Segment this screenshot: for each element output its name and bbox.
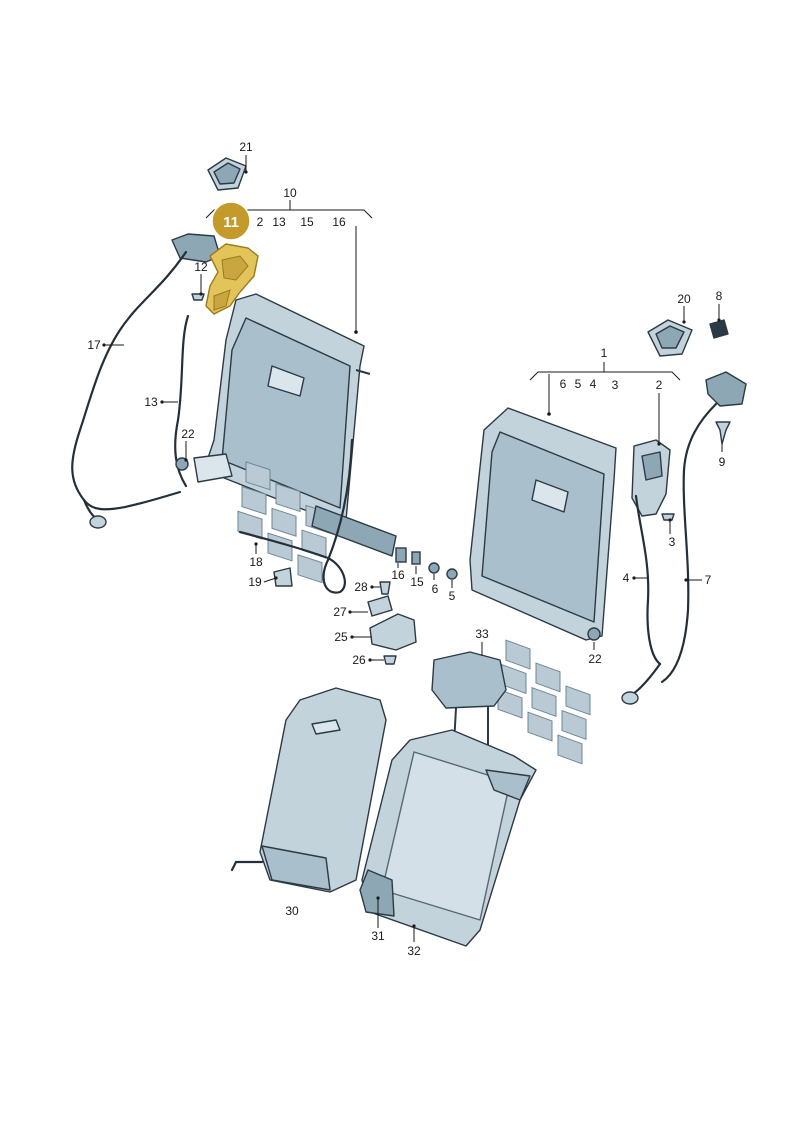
cable-4[interactable] xyxy=(621,494,662,705)
leader-lines xyxy=(102,155,723,942)
callout-22-left[interactable]: 22 xyxy=(181,427,195,441)
part-20-cover[interactable] xyxy=(647,319,693,357)
callout-22-right[interactable]: 22 xyxy=(588,652,602,666)
part-30-left-cushion[interactable] xyxy=(230,687,387,893)
callout-5-group1[interactable]: 5 xyxy=(575,377,582,391)
callout-labels: 21 10 2 13 15 16 12 17 13 22 20 8 1 6 5 … xyxy=(87,140,725,958)
highlight-badge-label: 11 xyxy=(223,214,239,231)
callout-15[interactable]: 15 xyxy=(410,575,424,589)
part-3-screw[interactable] xyxy=(661,513,675,521)
part-7-handle-right[interactable] xyxy=(705,371,747,407)
callout-8[interactable]: 8 xyxy=(716,289,723,303)
callout-15-group10[interactable]: 15 xyxy=(300,215,314,229)
callout-25[interactable]: 25 xyxy=(334,630,348,644)
callout-13[interactable]: 13 xyxy=(144,395,158,409)
callout-7[interactable]: 7 xyxy=(705,573,712,587)
callout-18[interactable]: 18 xyxy=(249,555,263,569)
callout-2-group10[interactable]: 2 xyxy=(257,215,264,229)
part-2-latch[interactable] xyxy=(631,439,671,517)
callout-10[interactable]: 10 xyxy=(283,186,297,200)
callout-2[interactable]: 2 xyxy=(656,378,663,392)
callout-6[interactable]: 6 xyxy=(432,582,439,596)
callout-16[interactable]: 16 xyxy=(391,568,405,582)
cable-18[interactable] xyxy=(238,438,354,594)
part-26-screw[interactable] xyxy=(383,655,397,665)
group-bracket-1 xyxy=(529,362,681,416)
callout-9[interactable]: 9 xyxy=(719,455,726,469)
callout-6-group1[interactable]: 6 xyxy=(560,377,567,391)
callout-3[interactable]: 3 xyxy=(669,535,676,549)
callout-30[interactable]: 30 xyxy=(285,904,299,918)
callout-33[interactable]: 33 xyxy=(475,627,489,641)
callout-27[interactable]: 27 xyxy=(333,605,347,619)
part-16-bolt[interactable] xyxy=(395,547,407,563)
part-1-right-backrest-frame[interactable] xyxy=(469,407,617,765)
callout-19[interactable]: 19 xyxy=(248,575,262,589)
callout-5[interactable]: 5 xyxy=(449,589,456,603)
callout-28[interactable]: 28 xyxy=(354,580,368,594)
part-19-clip[interactable] xyxy=(273,567,293,587)
group-bracket-10 xyxy=(205,200,373,334)
callout-4-group1[interactable]: 4 xyxy=(590,377,597,391)
highlight-badge-11[interactable]: 11 xyxy=(211,201,251,241)
callout-21[interactable]: 21 xyxy=(239,140,253,154)
cable-17[interactable] xyxy=(71,250,188,529)
callout-13-group10[interactable]: 13 xyxy=(272,215,286,229)
callout-31[interactable]: 31 xyxy=(371,929,385,943)
callout-4[interactable]: 4 xyxy=(623,571,630,585)
part-32-right-cushion[interactable] xyxy=(361,729,537,947)
callout-32[interactable]: 32 xyxy=(407,944,421,958)
part-21-cover[interactable] xyxy=(207,157,247,191)
part-22-bush-right[interactable] xyxy=(587,627,601,641)
part-27-bracket[interactable] xyxy=(367,595,393,617)
cable-7[interactable] xyxy=(660,402,718,684)
part-15-bolt[interactable] xyxy=(411,551,421,565)
part-9-screw[interactable] xyxy=(715,421,731,445)
part-10-left-backrest-frame[interactable] xyxy=(193,293,397,584)
callout-1[interactable]: 1 xyxy=(601,346,608,360)
part-25-hinge[interactable] xyxy=(369,613,417,651)
callout-3-group1[interactable]: 3 xyxy=(612,378,619,392)
callout-16-group10[interactable]: 16 xyxy=(332,215,346,229)
callout-20[interactable]: 20 xyxy=(677,292,691,306)
part-5-bolt[interactable] xyxy=(446,568,458,580)
part-28-screw[interactable] xyxy=(379,581,391,595)
callout-26[interactable]: 26 xyxy=(352,653,366,667)
callout-12[interactable]: 12 xyxy=(194,260,208,274)
part-11-highlighted[interactable] xyxy=(205,243,259,315)
right-frame-grid xyxy=(497,639,591,765)
callout-17[interactable]: 17 xyxy=(87,338,101,352)
part-31-foam-pad[interactable] xyxy=(359,869,395,917)
part-8-clip[interactable] xyxy=(709,319,729,339)
part-6-bolt[interactable] xyxy=(428,562,440,574)
